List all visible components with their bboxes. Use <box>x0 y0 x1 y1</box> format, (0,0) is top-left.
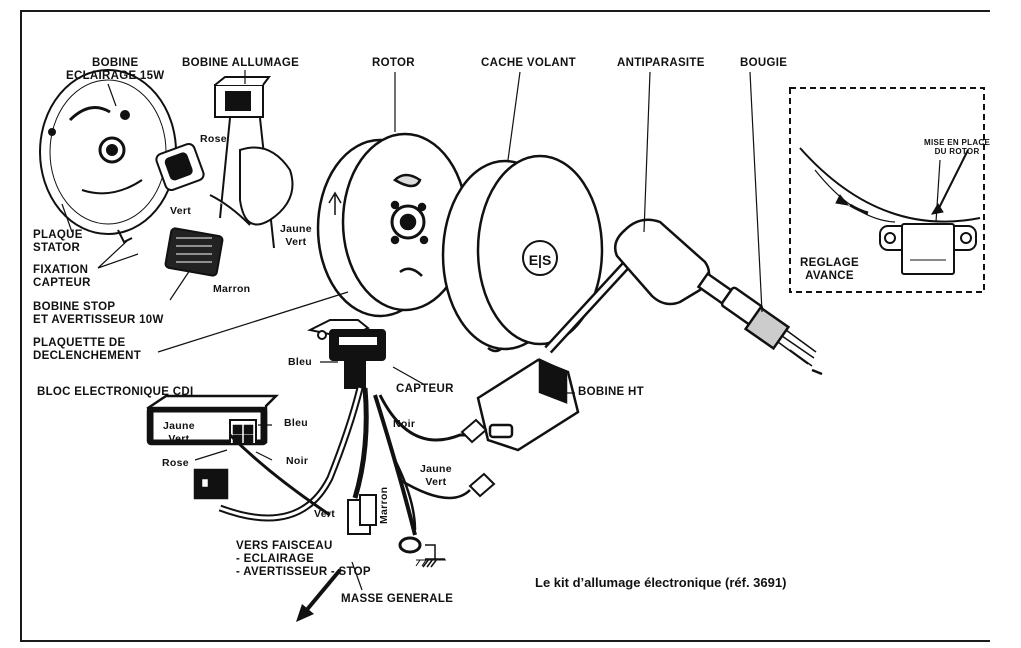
label-line: Jaune <box>280 223 312 235</box>
label-fixation-capteur: FIXATION CAPTEUR <box>33 264 91 290</box>
label-line: FIXATION <box>33 264 89 276</box>
label-rose-top: Rose <box>200 133 227 145</box>
label-masse-generale: MASSE GENERALE <box>341 593 454 605</box>
label-line: BOBINE <box>91 57 139 69</box>
label-cdi-bleu: Bleu <box>284 417 308 429</box>
label-line: Jaune <box>420 463 452 475</box>
rotor <box>316 132 469 318</box>
label-bobine-stop: BOBINE STOP ET AVERTISSEUR 10W <box>33 301 164 327</box>
label-vert-bottom: Vert <box>314 508 336 520</box>
label-jaune-vert-top: Jaune Vert <box>280 223 312 249</box>
label-line: BOBINE STOP <box>33 301 116 313</box>
label-antiparasite: ANTIPARASITE <box>617 57 705 69</box>
label-line: Jaune <box>163 420 195 432</box>
label-line: - ECLAIRAGE <box>236 553 315 565</box>
label-line: CAPTEUR <box>33 277 91 289</box>
wiring <box>218 387 496 568</box>
label-line: REGLAGE <box>800 257 859 269</box>
label-line: DECLENCHEMENT <box>33 350 142 362</box>
stator-plate <box>39 69 177 244</box>
label-cdi-rose: Rose <box>162 457 189 469</box>
label-line: ECLAIRAGE 15W <box>66 70 165 82</box>
label-bobine-ht: BOBINE HT <box>578 386 644 398</box>
coils <box>155 76 294 277</box>
caption: Le kit d’allumage électronique (réf. 369… <box>535 575 787 590</box>
label-line: Vert <box>285 236 307 248</box>
label-noir-wire: Noir <box>393 418 416 430</box>
label-line: Vert <box>168 433 190 445</box>
label-line: AVANCE <box>805 270 854 282</box>
label-line: Vert <box>425 476 447 488</box>
label-line: DU ROTOR <box>934 147 980 156</box>
label-bougie: BOUGIE <box>740 57 788 69</box>
label-line: VERS FAISCEAU <box>236 540 333 552</box>
ht-coil <box>476 358 580 452</box>
label-line: PLAQUE <box>33 229 83 241</box>
leader-lines <box>61 70 763 591</box>
label-jaune-vert-bottom: Jaune Vert <box>420 463 452 489</box>
label-bleu-capteur: Bleu <box>288 356 312 368</box>
label-line: PLAQUETTE DE <box>33 337 126 349</box>
label-plaque-stator: PLAQUE STATOR <box>33 229 83 255</box>
label-cdi-jaune-vert: Jaune Vert <box>163 420 195 446</box>
harness-arrow <box>296 568 342 622</box>
label-line: - AVERTISSEUR - STOP <box>236 566 371 578</box>
label-line: ET AVERTISSEUR 10W <box>33 314 164 326</box>
label-plaquette: PLAQUETTE DE DECLENCHEMENT <box>33 337 141 363</box>
timing-inset <box>789 87 985 293</box>
label-cdi-noir: Noir <box>286 455 309 467</box>
label-vers-faisceau: VERS FAISCEAU - ECLAIRAGE - AVERTISSEUR … <box>236 540 371 579</box>
label-bobine-allumage: BOBINE ALLUMAGE <box>182 57 300 69</box>
cdi-block <box>146 394 280 500</box>
label-mise-en-place: MISE EN PLACE DU ROTOR <box>924 138 990 156</box>
ht-lead-assembly <box>476 218 823 452</box>
label-reglage-avance: REGLAGE AVANCE <box>800 257 859 283</box>
diagram-frame <box>20 10 990 642</box>
label-capteur: CAPTEUR <box>396 383 454 395</box>
cover-mark: E|S <box>529 252 552 268</box>
pickup-sensor <box>306 319 386 389</box>
label-bobine-eclairage: BOBINE ECLAIRAGE 15W <box>66 57 164 83</box>
flywheel-cover <box>441 154 604 353</box>
label-marron-top: Marron <box>213 283 251 295</box>
spark-plug <box>720 286 823 376</box>
label-vert-top: Vert <box>170 205 192 217</box>
label-line: STATOR <box>33 242 81 254</box>
label-marron-bottom: Marron <box>378 486 390 524</box>
label-cache-volant: CACHE VOLANT <box>481 57 576 69</box>
label-rotor: ROTOR <box>372 57 415 69</box>
label-bloc-cdi: BLOC ELECTRONIQUE CDI <box>37 386 194 398</box>
label-line: MISE EN PLACE <box>924 138 991 147</box>
